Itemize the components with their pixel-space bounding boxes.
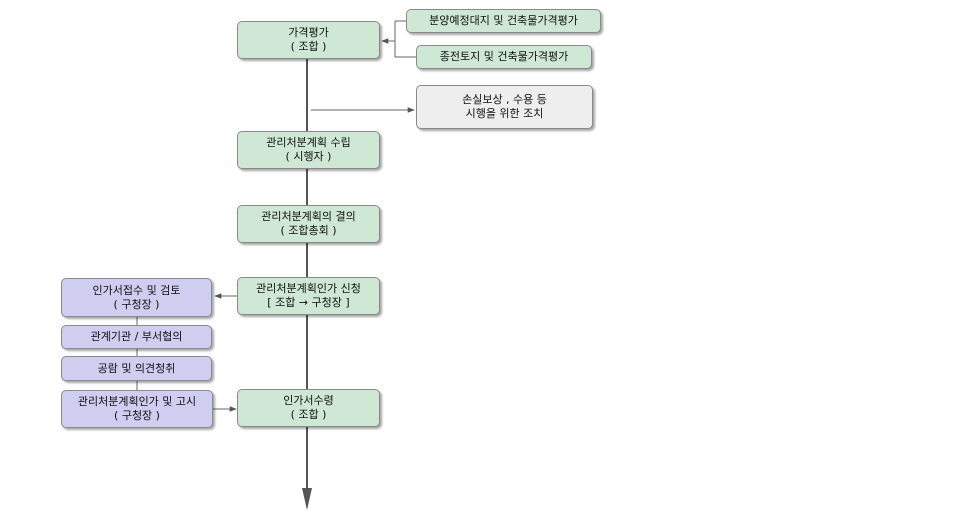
- office-consult-box: 관계기관 / 부서협의: [61, 325, 212, 349]
- step-approval-receipt: 인가서수령 ( 조합 ): [237, 389, 380, 427]
- step-plan-establish-title: 관리처분계획 수립: [266, 136, 351, 149]
- step-plan-establish: 관리처분계획 수립 ( 시행자 ): [237, 131, 380, 169]
- compensation-box: 손실보상 , 수용 등 시행을 위한 조치: [416, 85, 593, 129]
- office-receipt-review-box: 인가서접수 및 검토 ( 구청장 ): [61, 278, 212, 317]
- office-approval-notice-actor: ( 구청장 ): [114, 409, 160, 422]
- office-approval-notice-box: 관리처분계획인가 및 고시 ( 구청장 ): [61, 390, 213, 428]
- compensation-line2: 시행을 위한 조치: [465, 107, 544, 120]
- office-receipt-review-title: 인가서접수 및 검토: [92, 283, 181, 297]
- step-approval-receipt-actor: ( 조합 ): [290, 408, 327, 421]
- step-price-valuation-title: 가격평가: [288, 26, 329, 39]
- office-receipt-review-actor: ( 구청장 ): [113, 297, 160, 311]
- step-approval-application-title: 관리처분계획인가 신청: [256, 282, 361, 295]
- step-plan-resolution-title: 관리처분계획의 결의: [261, 210, 356, 223]
- valuation-previous-land-box: 종전토지 및 건축물가격평가: [416, 45, 592, 69]
- office-approval-notice-title: 관리처분계획인가 및 고시: [77, 395, 197, 408]
- step-price-valuation-actor: ( 조합 ): [290, 40, 327, 53]
- step-plan-resolution: 관리처분계획의 결의 ( 조합총회 ): [237, 205, 380, 243]
- step-approval-application-actor: [ 조합 → 구청장 ]: [267, 296, 350, 309]
- compensation-line1: 손실보상 , 수용 등: [462, 93, 547, 106]
- office-hearing-box: 공람 및 의견청취: [61, 356, 212, 381]
- valuation-previous-land-label: 종전토지 및 건축물가격평가: [439, 50, 569, 63]
- step-plan-resolution-actor: ( 조합총회 ): [280, 224, 337, 237]
- main-flow-arrowhead: [302, 488, 312, 510]
- step-approval-receipt-title: 인가서수령: [283, 394, 334, 407]
- office-consult-label: 관계기관 / 부서협의: [90, 330, 183, 343]
- valuation-planned-lot-label: 분양예정대지 및 건축물가격평가: [429, 14, 578, 27]
- step-approval-application: 관리처분계획인가 신청 [ 조합 → 구청장 ]: [237, 277, 380, 315]
- step-price-valuation: 가격평가 ( 조합 ): [237, 21, 380, 59]
- valuation-planned-lot-box: 분양예정대지 및 건축물가격평가: [406, 9, 601, 33]
- office-hearing-label: 공람 및 의견청취: [97, 361, 176, 375]
- step-plan-establish-actor: ( 시행자 ): [285, 150, 332, 163]
